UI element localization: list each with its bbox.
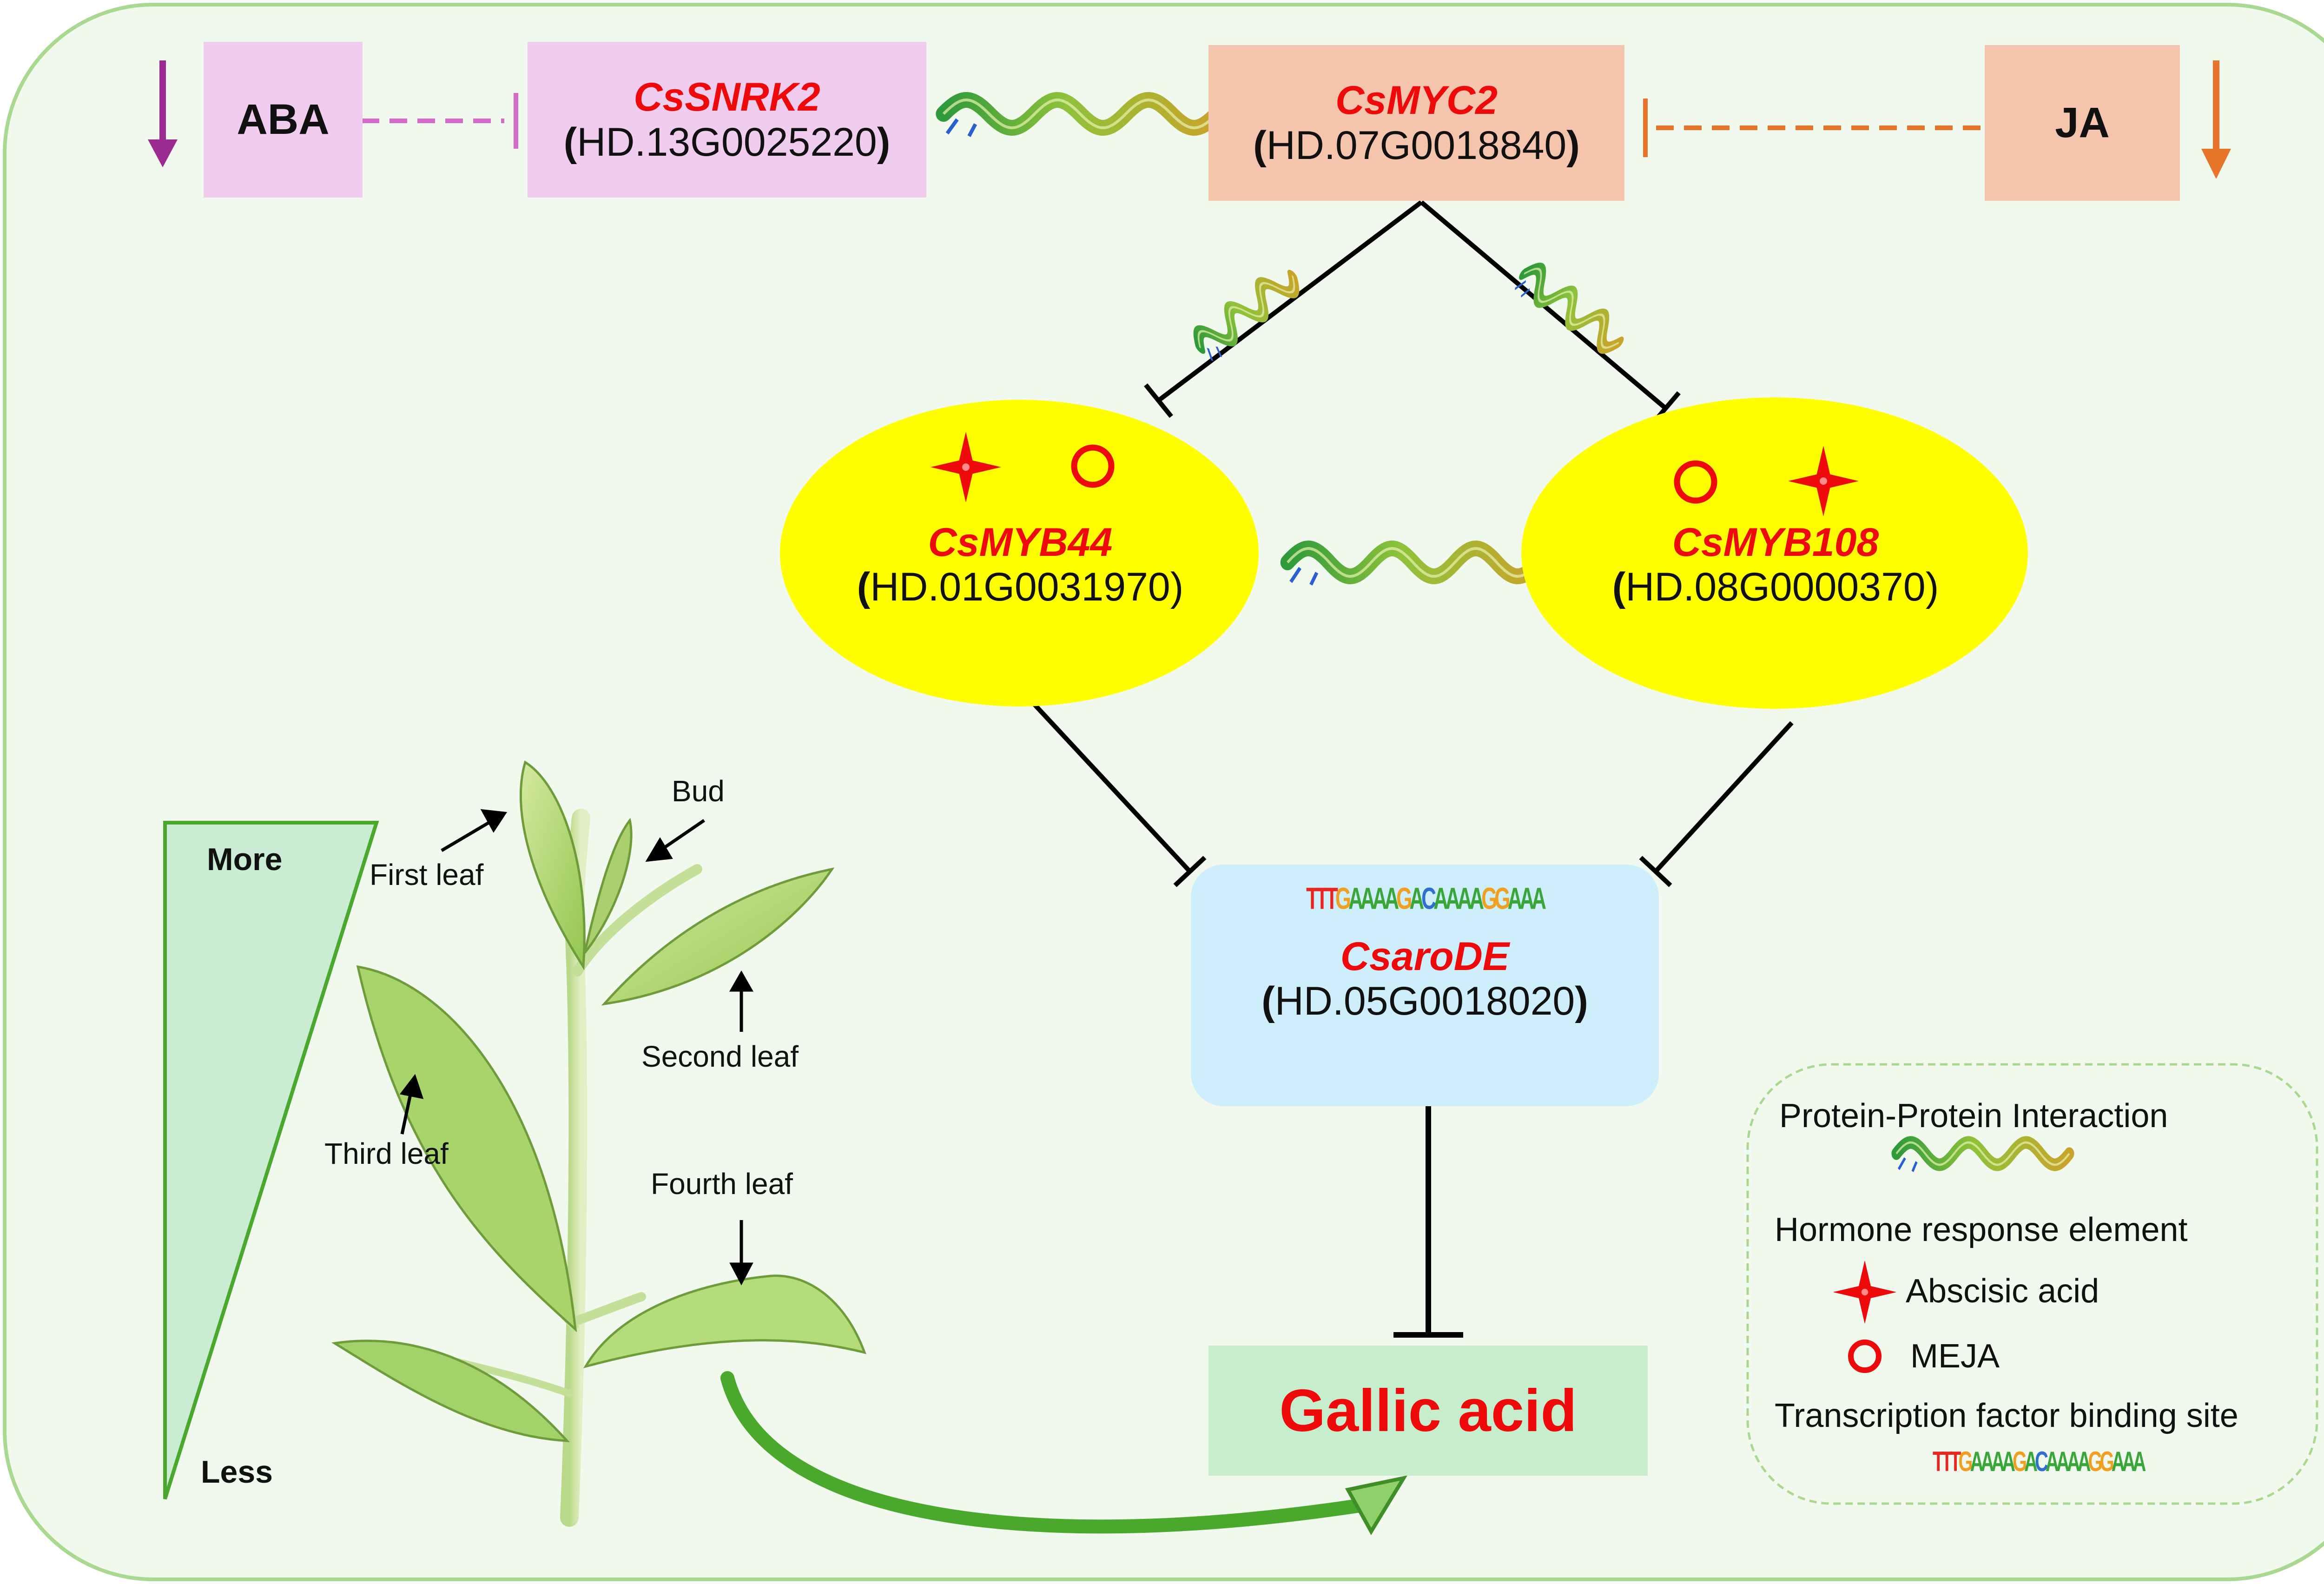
motif-base: T — [1325, 882, 1338, 916]
motif-base: G — [1396, 882, 1412, 916]
motif-base: A — [2067, 1446, 2080, 1478]
legend-tfbs-label: Transcription factor binding site — [1775, 1397, 2238, 1434]
motif-base: A — [1372, 882, 1387, 916]
myb108-id: (HD.08G0000370) — [1612, 565, 1939, 609]
arode-id: (HD.05G0018020) — [1261, 979, 1588, 1024]
legend-meja-circle — [1848, 1340, 1882, 1373]
gallic-acid-label: Gallic acid — [1279, 1377, 1577, 1444]
motif-base: G — [1335, 882, 1351, 916]
arode-name: CsaroDE — [1340, 934, 1510, 979]
motif-base: T — [1933, 1446, 1944, 1478]
ja-label: JA — [2055, 99, 2110, 146]
motif-base: C — [2035, 1446, 2048, 1478]
legend-box — [1746, 1063, 2318, 1505]
motif-base: A — [1457, 882, 1472, 916]
motif-base: A — [1433, 882, 1448, 916]
motif-base: A — [1532, 882, 1546, 916]
meja-circle-myb44 — [1071, 444, 1115, 488]
second-leaf-label: Second leaf — [641, 1040, 799, 1073]
tea-shoot-image — [331, 760, 866, 1527]
motif-base: A — [1348, 882, 1363, 916]
motif-base: G — [2013, 1446, 2027, 1478]
motif-base: A — [1445, 882, 1460, 916]
legend-ppi-label: Protein-Protein Interaction — [1779, 1097, 2168, 1135]
ja-decrease-arrow — [2201, 60, 2231, 179]
motif-base: G — [1958, 1446, 1973, 1478]
motif-base: A — [2024, 1446, 2038, 1478]
bud-label: Bud — [672, 774, 725, 808]
motif-base: T — [1316, 882, 1328, 916]
myb44-text: CsMYB44 (HD.01G0031970) — [818, 507, 1222, 623]
third-leaf-label: Third leaf — [324, 1137, 449, 1170]
legend-hre-label: Hormone response element — [1775, 1211, 2188, 1248]
motif-base: G — [2100, 1446, 2114, 1478]
motif-base: A — [1409, 882, 1424, 916]
motif-base: A — [1991, 1446, 2005, 1478]
myc2-name: CsMYC2 — [1335, 78, 1498, 123]
gradient-less-label: Less — [201, 1454, 273, 1490]
motif-base: A — [2133, 1446, 2146, 1478]
snrk2-id: (HD.13G0025220) — [563, 119, 891, 165]
arode-binding-motif: TTTGAAAAGACAAAAGGAAA — [1306, 882, 1546, 926]
motif-base: A — [2056, 1446, 2070, 1478]
motif-base: A — [2111, 1446, 2125, 1478]
aba-decrease-arrow — [148, 60, 178, 167]
snrk2-box: CsSNRK2 (HD.13G0025220) — [528, 42, 926, 198]
motif-base: A — [2077, 1446, 2091, 1478]
gradient-more-label: More — [207, 842, 283, 877]
motif-base: T — [1306, 882, 1319, 916]
abundance-gradient-triangle — [163, 821, 379, 1500]
flow-arrow-to-gallic — [720, 1371, 1364, 1534]
motif-base: A — [1360, 882, 1375, 916]
ja-box: JA — [1985, 45, 2180, 201]
motif-base: A — [2002, 1446, 2015, 1478]
myc2-box: CsMYC2 (HD.07G0018840) — [1208, 45, 1624, 201]
aba-box: ABA — [204, 42, 363, 198]
motif-base: A — [1970, 1446, 1983, 1478]
first-leaf-label: First leaf — [370, 858, 484, 891]
motif-base: A — [1384, 882, 1399, 916]
gallic-acid-box: Gallic acid — [1208, 1346, 1648, 1476]
legend-binding-motif: TTTGAAAAGACAAAAGGAAA — [1933, 1447, 2146, 1478]
myb108-text: CsMYB108 (HD.08G0000370) — [1571, 507, 1980, 623]
motif-base: G — [2088, 1446, 2102, 1478]
motif-base: A — [1469, 882, 1484, 916]
motif-base: C — [1421, 882, 1436, 916]
myb44-id: (HD.01G0031970) — [857, 565, 1184, 609]
motif-base: A — [1519, 882, 1534, 916]
motif-base: T — [1949, 1446, 1961, 1478]
myb44-ellipse — [780, 400, 1259, 706]
myb108-ellipse — [1521, 397, 2028, 709]
motif-base: T — [1941, 1446, 1953, 1478]
myb108-name: CsMYB108 — [1672, 520, 1879, 565]
arode-box: TTTGAAAAGACAAAAGGAAA CsaroDE (HD.05G0018… — [1191, 865, 1659, 1106]
motif-base: A — [1507, 882, 1523, 916]
motif-base: A — [2122, 1446, 2136, 1478]
motif-base: A — [2045, 1446, 2059, 1478]
motif-base: G — [1494, 882, 1510, 916]
myc2-id: (HD.07G0018840) — [1253, 123, 1580, 168]
motif-base: A — [1981, 1446, 1994, 1478]
meja-circle-myb108 — [1674, 460, 1717, 504]
myb44-name: CsMYB44 — [928, 520, 1113, 565]
motif-base: G — [1481, 882, 1497, 916]
legend-meja-label: MEJA — [1910, 1338, 2000, 1375]
legend-aba-label: Abscisic acid — [1906, 1273, 2100, 1310]
aba-label: ABA — [237, 96, 330, 143]
snrk2-name: CsSNRK2 — [634, 75, 820, 120]
fourth-leaf-label: Fourth leaf — [651, 1167, 793, 1201]
